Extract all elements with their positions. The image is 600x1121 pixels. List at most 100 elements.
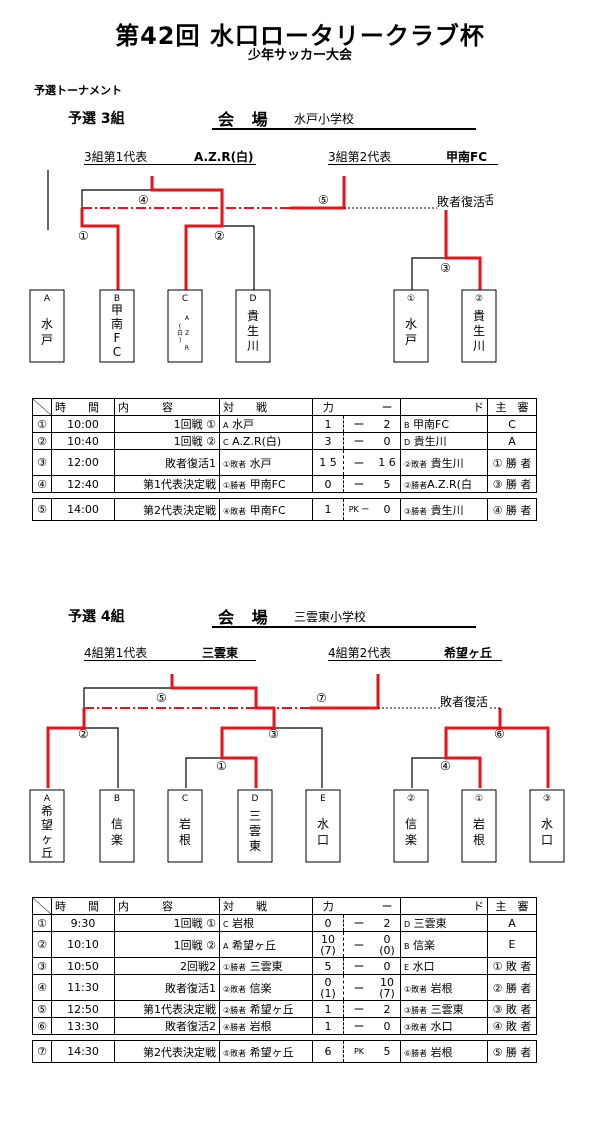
- svg-text:B: B: [114, 794, 120, 804]
- svg-text:希: 希: [41, 803, 53, 818]
- svg-text:①: ①: [216, 759, 227, 773]
- svg-text:水: 水: [405, 317, 417, 331]
- svg-text:根: 根: [473, 833, 485, 847]
- match-mark: ②: [214, 229, 225, 243]
- svg-text:甲: 甲: [111, 303, 123, 317]
- svg-text:B: B: [114, 294, 120, 304]
- match-mark: ⑤: [318, 193, 329, 207]
- svg-text:⑤: ⑤: [156, 691, 167, 705]
- svg-text:口: 口: [541, 833, 553, 847]
- group4-bracket: ⑤ ⑦ ② ③ ⑥ ① ④: [46, 674, 550, 788]
- match-mark: ④: [138, 193, 149, 207]
- section-label: 予選トーナメント: [34, 84, 122, 97]
- svg-text:E: E: [320, 794, 326, 804]
- svg-text:生: 生: [473, 324, 485, 338]
- svg-text:岩: 岩: [473, 816, 485, 831]
- svg-text:C: C: [182, 794, 188, 804]
- svg-text:(: (: [179, 323, 181, 330]
- svg-text:口: 口: [317, 833, 329, 847]
- group4-rep2: 4組第2代表 希望ヶ丘: [328, 644, 502, 661]
- svg-text:貴: 貴: [473, 309, 485, 323]
- svg-text:根: 根: [179, 833, 191, 847]
- svg-text:Z: Z: [185, 330, 189, 337]
- group3-revival-label: 敗者復活: [437, 193, 486, 210]
- svg-text:D: D: [250, 294, 257, 304]
- match-mark: ③: [440, 261, 451, 275]
- tournament-title: 第42回 水口ロータリークラブ杯: [115, 22, 485, 50]
- svg-text:③: ③: [543, 794, 551, 804]
- group4-venue: 三雲東小学校: [294, 610, 367, 624]
- svg-text:②: ②: [407, 794, 415, 804]
- svg-text:水: 水: [541, 817, 553, 831]
- svg-text:楽: 楽: [405, 833, 417, 847]
- svg-text:①: ①: [407, 294, 415, 304]
- svg-text:R: R: [185, 345, 189, 352]
- svg-text:東: 東: [249, 839, 261, 853]
- group4-title: 予選 4組: [68, 609, 125, 625]
- svg-text:信: 信: [405, 817, 417, 831]
- svg-text:雲: 雲: [249, 824, 261, 838]
- svg-text:貴: 貴: [247, 309, 259, 323]
- svg-text:): ): [179, 337, 181, 344]
- svg-text:⑦: ⑦: [316, 691, 327, 705]
- svg-text:④: ④: [440, 759, 451, 773]
- svg-text:戸: 戸: [405, 333, 417, 347]
- svg-text:丘: 丘: [41, 846, 53, 860]
- svg-text:三: 三: [249, 809, 261, 823]
- group4-revival-label: 敗者復活: [440, 693, 489, 710]
- venue-label: 会 場: [218, 110, 274, 129]
- svg-text:岩: 岩: [179, 816, 191, 831]
- group3-venue-row: 会 場 水戸小学校: [212, 106, 476, 130]
- svg-text:生: 生: [247, 324, 259, 338]
- svg-text:⑥: ⑥: [494, 727, 505, 741]
- group3-venue: 水戸小学校: [294, 112, 355, 126]
- svg-text:①: ①: [475, 794, 483, 804]
- group4-venue-row: 会 場 三雲東小学校: [212, 604, 476, 628]
- svg-text:望: 望: [41, 818, 53, 832]
- svg-text:白: 白: [177, 329, 183, 337]
- venue-label: 会 場: [218, 608, 274, 627]
- table-header: 時 間 内 容 対 戦 力 ー ド 主 審: [32, 398, 537, 416]
- svg-text:②: ②: [475, 294, 483, 304]
- match-mark: ①: [78, 229, 89, 243]
- tournament-subtitle: 少年サッカー大会: [247, 48, 352, 63]
- svg-text:水: 水: [317, 817, 329, 831]
- group3-rep1: 3組第1代表 A.Z.R(白): [84, 148, 256, 165]
- svg-text:ヶ: ヶ: [41, 832, 53, 846]
- svg-text:②: ②: [78, 727, 89, 741]
- group4-rep1: 4組第1代表 三雲東: [84, 644, 256, 661]
- svg-text:A: A: [44, 294, 51, 304]
- group3-title: 予選 3組: [68, 111, 125, 127]
- svg-text:③: ③: [268, 727, 279, 741]
- svg-text:水: 水: [41, 317, 53, 331]
- svg-text:C: C: [182, 294, 188, 304]
- svg-text:川: 川: [473, 339, 485, 353]
- svg-text:信: 信: [111, 817, 123, 831]
- svg-text:川: 川: [247, 339, 259, 353]
- svg-text:楽: 楽: [111, 833, 123, 847]
- svg-text:戸: 戸: [41, 333, 53, 347]
- svg-text:D: D: [252, 794, 259, 804]
- svg-text:C: C: [113, 345, 121, 359]
- group3-rep2: 3組第2代表 甲南FC: [328, 148, 498, 165]
- svg-text:F: F: [114, 331, 121, 345]
- table-header: 時 間 内 容 対 戦 力 ー ド 主 審: [32, 897, 537, 915]
- svg-text:A: A: [44, 794, 51, 804]
- svg-text:A: A: [185, 315, 190, 322]
